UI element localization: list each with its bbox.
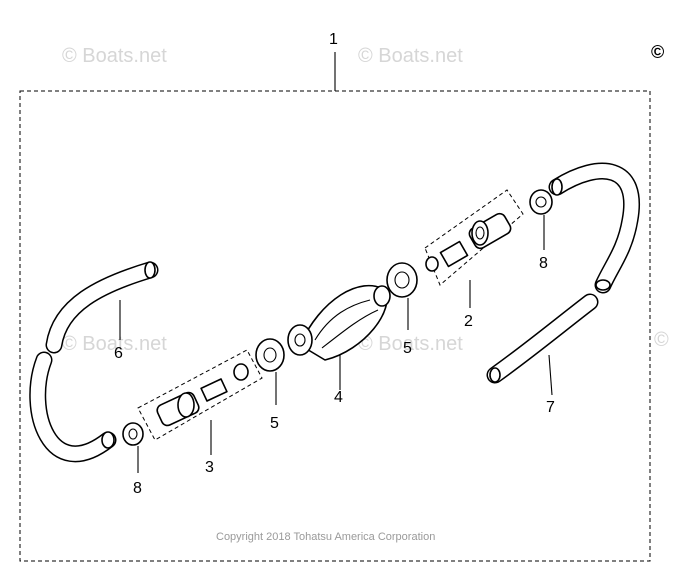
watermark: © Boats.net [62, 45, 167, 67]
callout-8: 8 [539, 255, 548, 272]
copyright-symbol-watermark: © [651, 42, 664, 62]
watermark: © Boats.net [358, 333, 463, 355]
copyright-text: Copyright 2018 Tohatsu America Corporati… [216, 531, 435, 543]
fuel-hose-left [29, 261, 159, 463]
callout-5: 5 [403, 340, 412, 357]
callout-7: 7 [546, 399, 555, 416]
watermark: © Boats.net [62, 333, 167, 355]
callout-leader [548, 354, 553, 396]
callout-6: 6 [114, 345, 123, 362]
callout-4: 4 [334, 389, 343, 406]
copyright-symbol-watermark: © [654, 329, 669, 351]
hose-clamp-left [255, 338, 285, 372]
fuel-hose-right [486, 162, 640, 384]
callout-3: 3 [205, 459, 214, 476]
connector-tank-side [137, 349, 263, 441]
hose-cap-right [529, 189, 553, 215]
callout-5: 5 [270, 415, 279, 432]
hose-clamp-right [386, 262, 418, 298]
hose-cap-left [122, 422, 144, 446]
callout-1: 1 [329, 31, 338, 48]
callout-2: 2 [464, 313, 473, 330]
callout-8: 8 [133, 480, 142, 497]
connector-engine-side [424, 189, 524, 286]
watermark: © Boats.net [358, 45, 463, 67]
primer-bulb [287, 284, 391, 361]
